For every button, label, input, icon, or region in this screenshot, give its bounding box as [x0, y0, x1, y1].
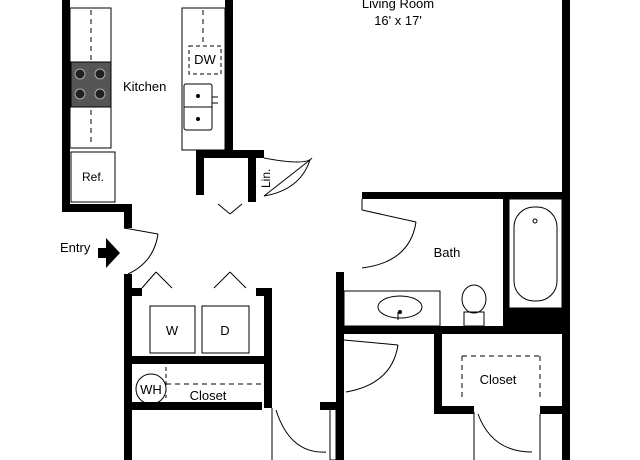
- water-heater: WH: [135, 373, 167, 405]
- walls: [62, 0, 570, 460]
- living-room-label: Living Room: [362, 0, 434, 11]
- dryer-label: D: [220, 323, 229, 338]
- dishwasher-label: DW: [194, 52, 216, 67]
- refrigerator-label: Ref.: [82, 170, 104, 184]
- living-room-dimensions: 16' x 17': [374, 13, 422, 28]
- entry-label: Entry: [60, 240, 91, 255]
- toilet-icon: [461, 284, 487, 327]
- hall-closet-label: Closet: [190, 388, 227, 403]
- bath-door: [361, 199, 417, 269]
- sink-icon: [183, 83, 218, 131]
- bath-label: Bath: [434, 245, 461, 260]
- entry-door: [123, 227, 159, 275]
- water-heater-label: WH: [140, 382, 162, 397]
- laundry-doors: [141, 271, 247, 289]
- stove-icon: [70, 61, 112, 108]
- vanity-icon: [343, 290, 441, 327]
- bedroom-door-2: [343, 339, 399, 393]
- washer-label: W: [166, 323, 179, 338]
- pantry-door: [217, 203, 243, 215]
- entry-arrow-icon: [98, 238, 120, 268]
- kitchen-label: Kitchen: [123, 79, 166, 94]
- bathtub-icon: [508, 198, 563, 309]
- refrigerator: Ref.: [70, 151, 116, 203]
- linen-label: Lin.: [259, 169, 273, 188]
- dryer: D: [201, 305, 250, 354]
- dishwasher: DW: [188, 45, 222, 75]
- bedroom-closet-label: Closet: [480, 372, 517, 387]
- bedroom-closet: [461, 355, 541, 400]
- closet-sliding-door: [170, 404, 262, 409]
- washer: W: [149, 305, 196, 354]
- bedroom-door: [271, 407, 337, 460]
- kitchen-counter-right: [181, 7, 226, 151]
- bedroom-closet-door: [473, 412, 541, 460]
- linen-closet: Lin.: [259, 157, 313, 197]
